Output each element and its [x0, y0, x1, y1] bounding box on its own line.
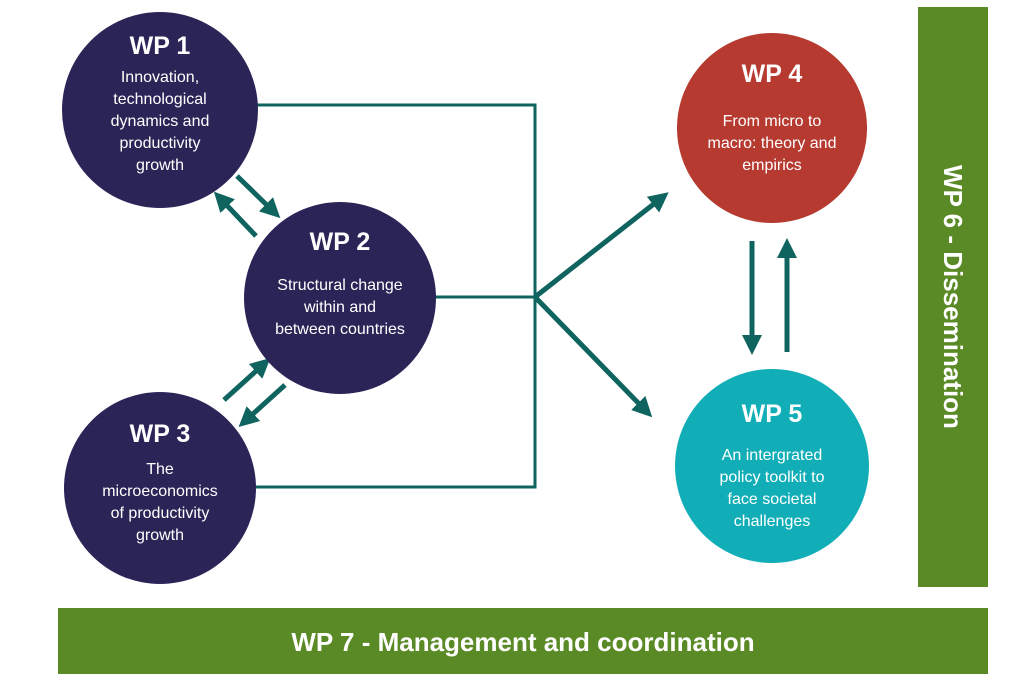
arrow-to-wp5	[533, 295, 653, 418]
wp4-title: WP 4	[742, 60, 803, 88]
wp1-title: WP 1	[130, 32, 191, 60]
wp3-line-4: growth	[136, 527, 184, 544]
arrow-wp2-to-wp3	[238, 383, 287, 428]
wp2-circle	[244, 202, 436, 394]
wp4-line-2: macro: theory and	[708, 135, 837, 152]
connector-wp3	[255, 297, 537, 489]
wp5-line-2: policy toolkit to	[720, 469, 825, 486]
management-label: WP 7 - Management and coordination	[291, 627, 754, 657]
wp3-line-3: of productivity	[111, 505, 210, 522]
wp2-node: WP 2 Structural change within and betwee…	[244, 202, 436, 394]
wp3-line-2: microeconomics	[102, 483, 218, 500]
wp4-line-3: empirics	[742, 157, 802, 174]
wp1-circle	[62, 12, 258, 208]
connector-wp1	[255, 103, 537, 297]
wp2-line-2: within and	[303, 299, 376, 316]
wp5-node: WP 5 An intergrated policy toolkit to fa…	[675, 369, 869, 563]
wp3-title: WP 3	[130, 420, 191, 448]
arrow-wp2-to-wp1	[213, 191, 258, 238]
wp3-circle	[64, 392, 256, 584]
wp1-node: WP 1 Innovation, technological dynamics …	[62, 12, 258, 208]
wp3-node: WP 3 The microeconomics of productivity …	[64, 392, 256, 584]
wp5-line-4: challenges	[734, 513, 811, 530]
connectors	[255, 103, 537, 489]
wp5-line-1: An intergrated	[722, 447, 823, 464]
arrow-wp3-to-wp2	[222, 357, 271, 402]
wp1-line-4: productivity	[120, 135, 201, 152]
wp4-line-1: From micro to	[723, 113, 822, 130]
wp1-line-3: dynamics and	[111, 113, 210, 130]
wp5-circle	[675, 369, 869, 563]
wp2-title: WP 2	[310, 228, 371, 256]
arrow-wp1-to-wp2	[235, 174, 281, 219]
wp2-line-3: between countries	[275, 321, 405, 338]
dissemination-bar-bg	[918, 7, 988, 587]
wp5-line-3: face societal	[728, 491, 817, 508]
dissemination-label: WP 6 - Dissemination	[938, 165, 968, 429]
dissemination-bar: WP 6 - Dissemination	[918, 7, 988, 587]
management-bar: WP 7 - Management and coordination	[58, 608, 988, 674]
management-bar-bg	[58, 608, 988, 674]
arrow-to-wp4	[533, 192, 669, 299]
wp1-line-2: technological	[113, 91, 206, 108]
wp1-line-1: Innovation,	[121, 69, 199, 86]
wp3-line-1: The	[146, 461, 174, 478]
wp2-line-1: Structural change	[277, 277, 403, 294]
wp5-title: WP 5	[742, 400, 803, 428]
wp1-line-5: growth	[136, 157, 184, 174]
wp4-circle	[677, 33, 867, 223]
wp4-node: WP 4 From micro to macro: theory and emp…	[677, 33, 867, 223]
